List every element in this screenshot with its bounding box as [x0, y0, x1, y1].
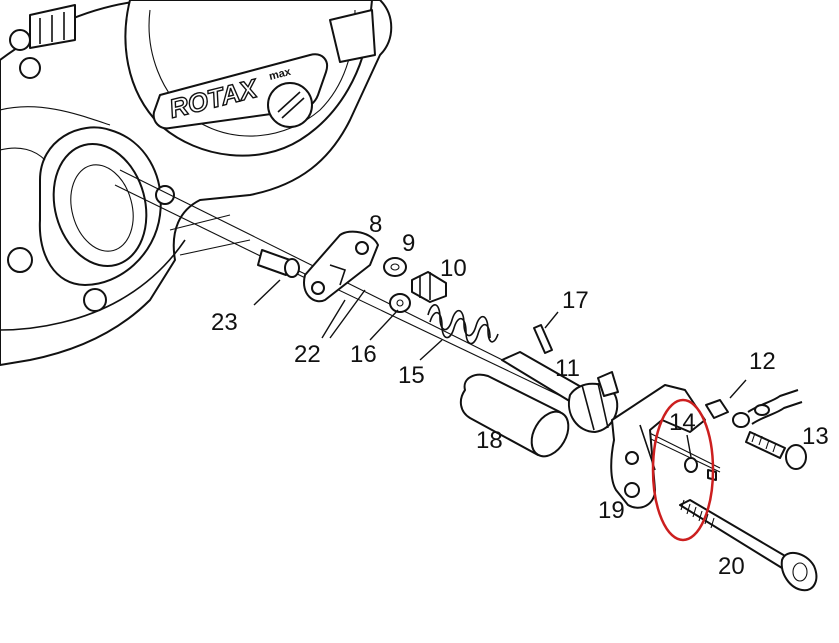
callout-22: 22	[294, 341, 321, 368]
part-13-screw	[745, 431, 807, 470]
part-18-sleeve	[459, 373, 570, 458]
part-11-adjuster	[501, 351, 619, 433]
callout-14: 14	[669, 409, 696, 436]
housing-logo-suffix: max	[268, 66, 293, 83]
part-12-bushing	[705, 389, 803, 428]
part-20-socket-bolt	[679, 499, 818, 592]
callout-15: 15	[398, 362, 425, 389]
callout-12: 12	[749, 348, 776, 375]
part-15-spring	[427, 304, 499, 345]
callout-10: 10	[440, 255, 467, 282]
callout-18: 18	[476, 427, 503, 454]
callout-9: 9	[402, 230, 415, 257]
callout-11: 11	[555, 355, 580, 382]
callout-labels: 8 9 10 11 12 13 14 15 16 17 18 19 20 22 …	[211, 211, 829, 580]
part-9-washer	[383, 257, 407, 277]
callout-23: 23	[211, 309, 238, 336]
part-23-cable-nipple	[257, 249, 300, 278]
highlight-circle	[651, 398, 715, 542]
engine-housing: ROTAX max	[0, 0, 393, 366]
callout-16: 16	[350, 341, 377, 368]
callout-17: 17	[562, 287, 589, 314]
callout-20: 20	[718, 553, 745, 580]
part-16-washer	[389, 293, 411, 313]
part-14-washer	[684, 457, 717, 481]
part-10-bolt	[411, 271, 447, 303]
part-17-pin	[533, 324, 553, 354]
callout-8: 8	[369, 211, 382, 238]
part-8-bracket-plate	[303, 230, 379, 303]
callout-13: 13	[802, 423, 829, 450]
callout-19: 19	[598, 497, 625, 524]
leader-lines	[253, 279, 747, 458]
